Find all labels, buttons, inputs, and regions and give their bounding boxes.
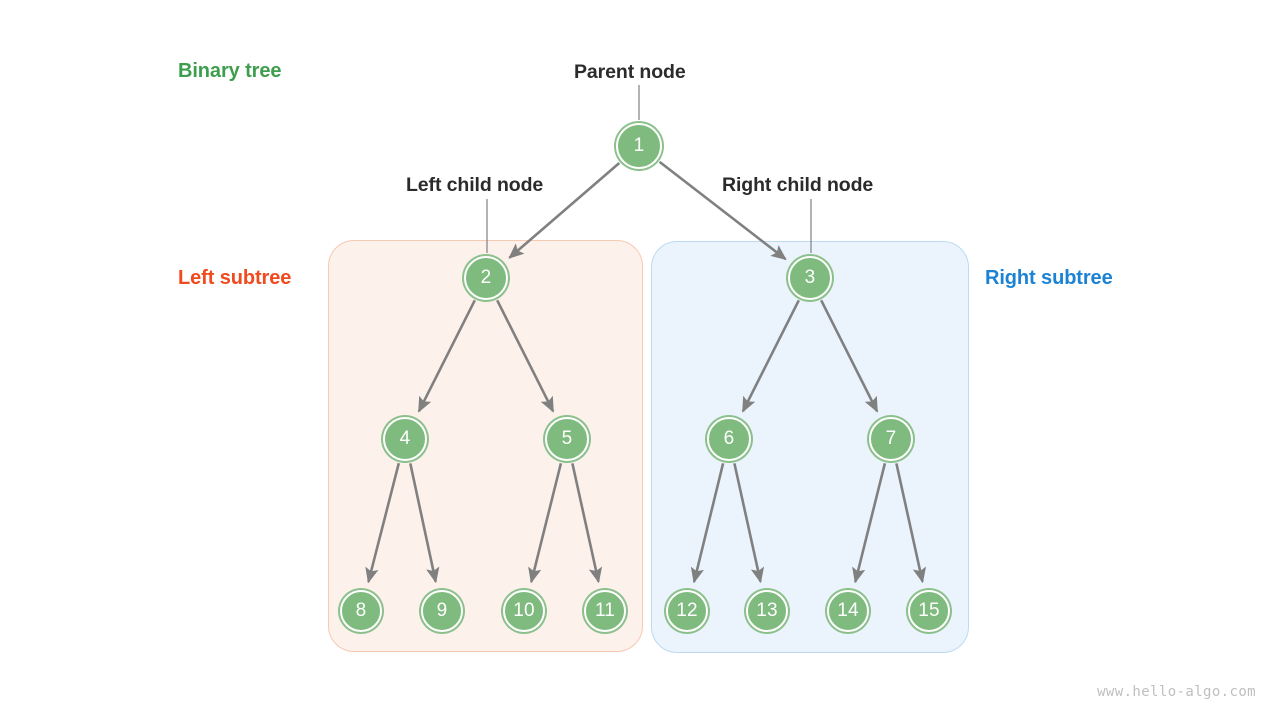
- tree-edge-5-11: [571, 463, 603, 584]
- watermark: www.hello-algo.com: [1097, 684, 1256, 700]
- tree-edge-4-8: [365, 462, 401, 584]
- left-subtree-region: [328, 240, 643, 652]
- tree-node-value: 9: [436, 600, 448, 621]
- annotation-right-child-node: Right child node: [722, 174, 874, 196]
- tree-node-6: 6: [707, 417, 751, 461]
- left-subtree-label: Left subtree: [178, 267, 292, 289]
- tree-node-value: 14: [837, 600, 859, 621]
- tree-node-2: 2: [464, 256, 508, 300]
- tree-node-value: 2: [480, 267, 492, 288]
- tree-node-value: 10: [513, 600, 535, 621]
- tree-node-9: 9: [421, 590, 463, 632]
- tree-edge-6-13: [733, 463, 765, 584]
- tree-node-value: 5: [561, 428, 573, 449]
- tree-node-12: 12: [666, 590, 708, 632]
- tree-node-11: 11: [584, 590, 626, 632]
- tree-edges: [365, 160, 927, 584]
- tree-node-14: 14: [827, 590, 869, 632]
- tree-edge-1-3: [658, 160, 787, 261]
- tree-node-value: 8: [355, 600, 367, 621]
- tree-node-8: 8: [340, 590, 382, 632]
- tree-edge-7-14: [852, 462, 887, 584]
- tree-node-1: 1: [616, 123, 662, 169]
- tree-node-value: 13: [756, 600, 778, 621]
- annotation-parent-node: Parent node: [574, 61, 686, 83]
- tree-node-10: 10: [503, 590, 545, 632]
- tree-edge-6-12: [690, 462, 725, 584]
- tree-node-7: 7: [869, 417, 913, 461]
- tree-edge-3-7: [820, 299, 879, 413]
- right-subtree-label: Right subtree: [985, 267, 1113, 289]
- tree-edge-3-6: [741, 299, 800, 413]
- tree-edge-4-9: [409, 463, 440, 584]
- tree-node-value: 7: [885, 428, 897, 449]
- right-subtree-region: [651, 241, 969, 653]
- tree-edge-2-5: [496, 299, 555, 413]
- tree-node-value: 12: [676, 600, 698, 621]
- tree-node-3: 3: [788, 256, 832, 300]
- tree-node-5: 5: [545, 417, 589, 461]
- tree-node-15: 15: [908, 590, 950, 632]
- annotation-left-child-node: Left child node: [406, 174, 544, 196]
- tree-edge-5-10: [528, 462, 563, 584]
- tree-node-value: 6: [723, 428, 735, 449]
- tree-node-value: 11: [594, 600, 616, 621]
- annotation-leader-lines: [486, 85, 812, 253]
- tree-node-value: 3: [804, 267, 816, 288]
- tree-node-value: 15: [918, 600, 940, 621]
- page-title: Binary tree: [178, 60, 282, 82]
- tree-edge-2-4: [417, 299, 476, 413]
- tree-edge-1-2: [508, 162, 621, 259]
- tree-node-value: 4: [399, 428, 411, 449]
- tree-node-value: 1: [633, 135, 645, 156]
- tree-node-4: 4: [383, 417, 427, 461]
- tree-node-13: 13: [746, 590, 788, 632]
- tree-edge-7-15: [895, 463, 927, 584]
